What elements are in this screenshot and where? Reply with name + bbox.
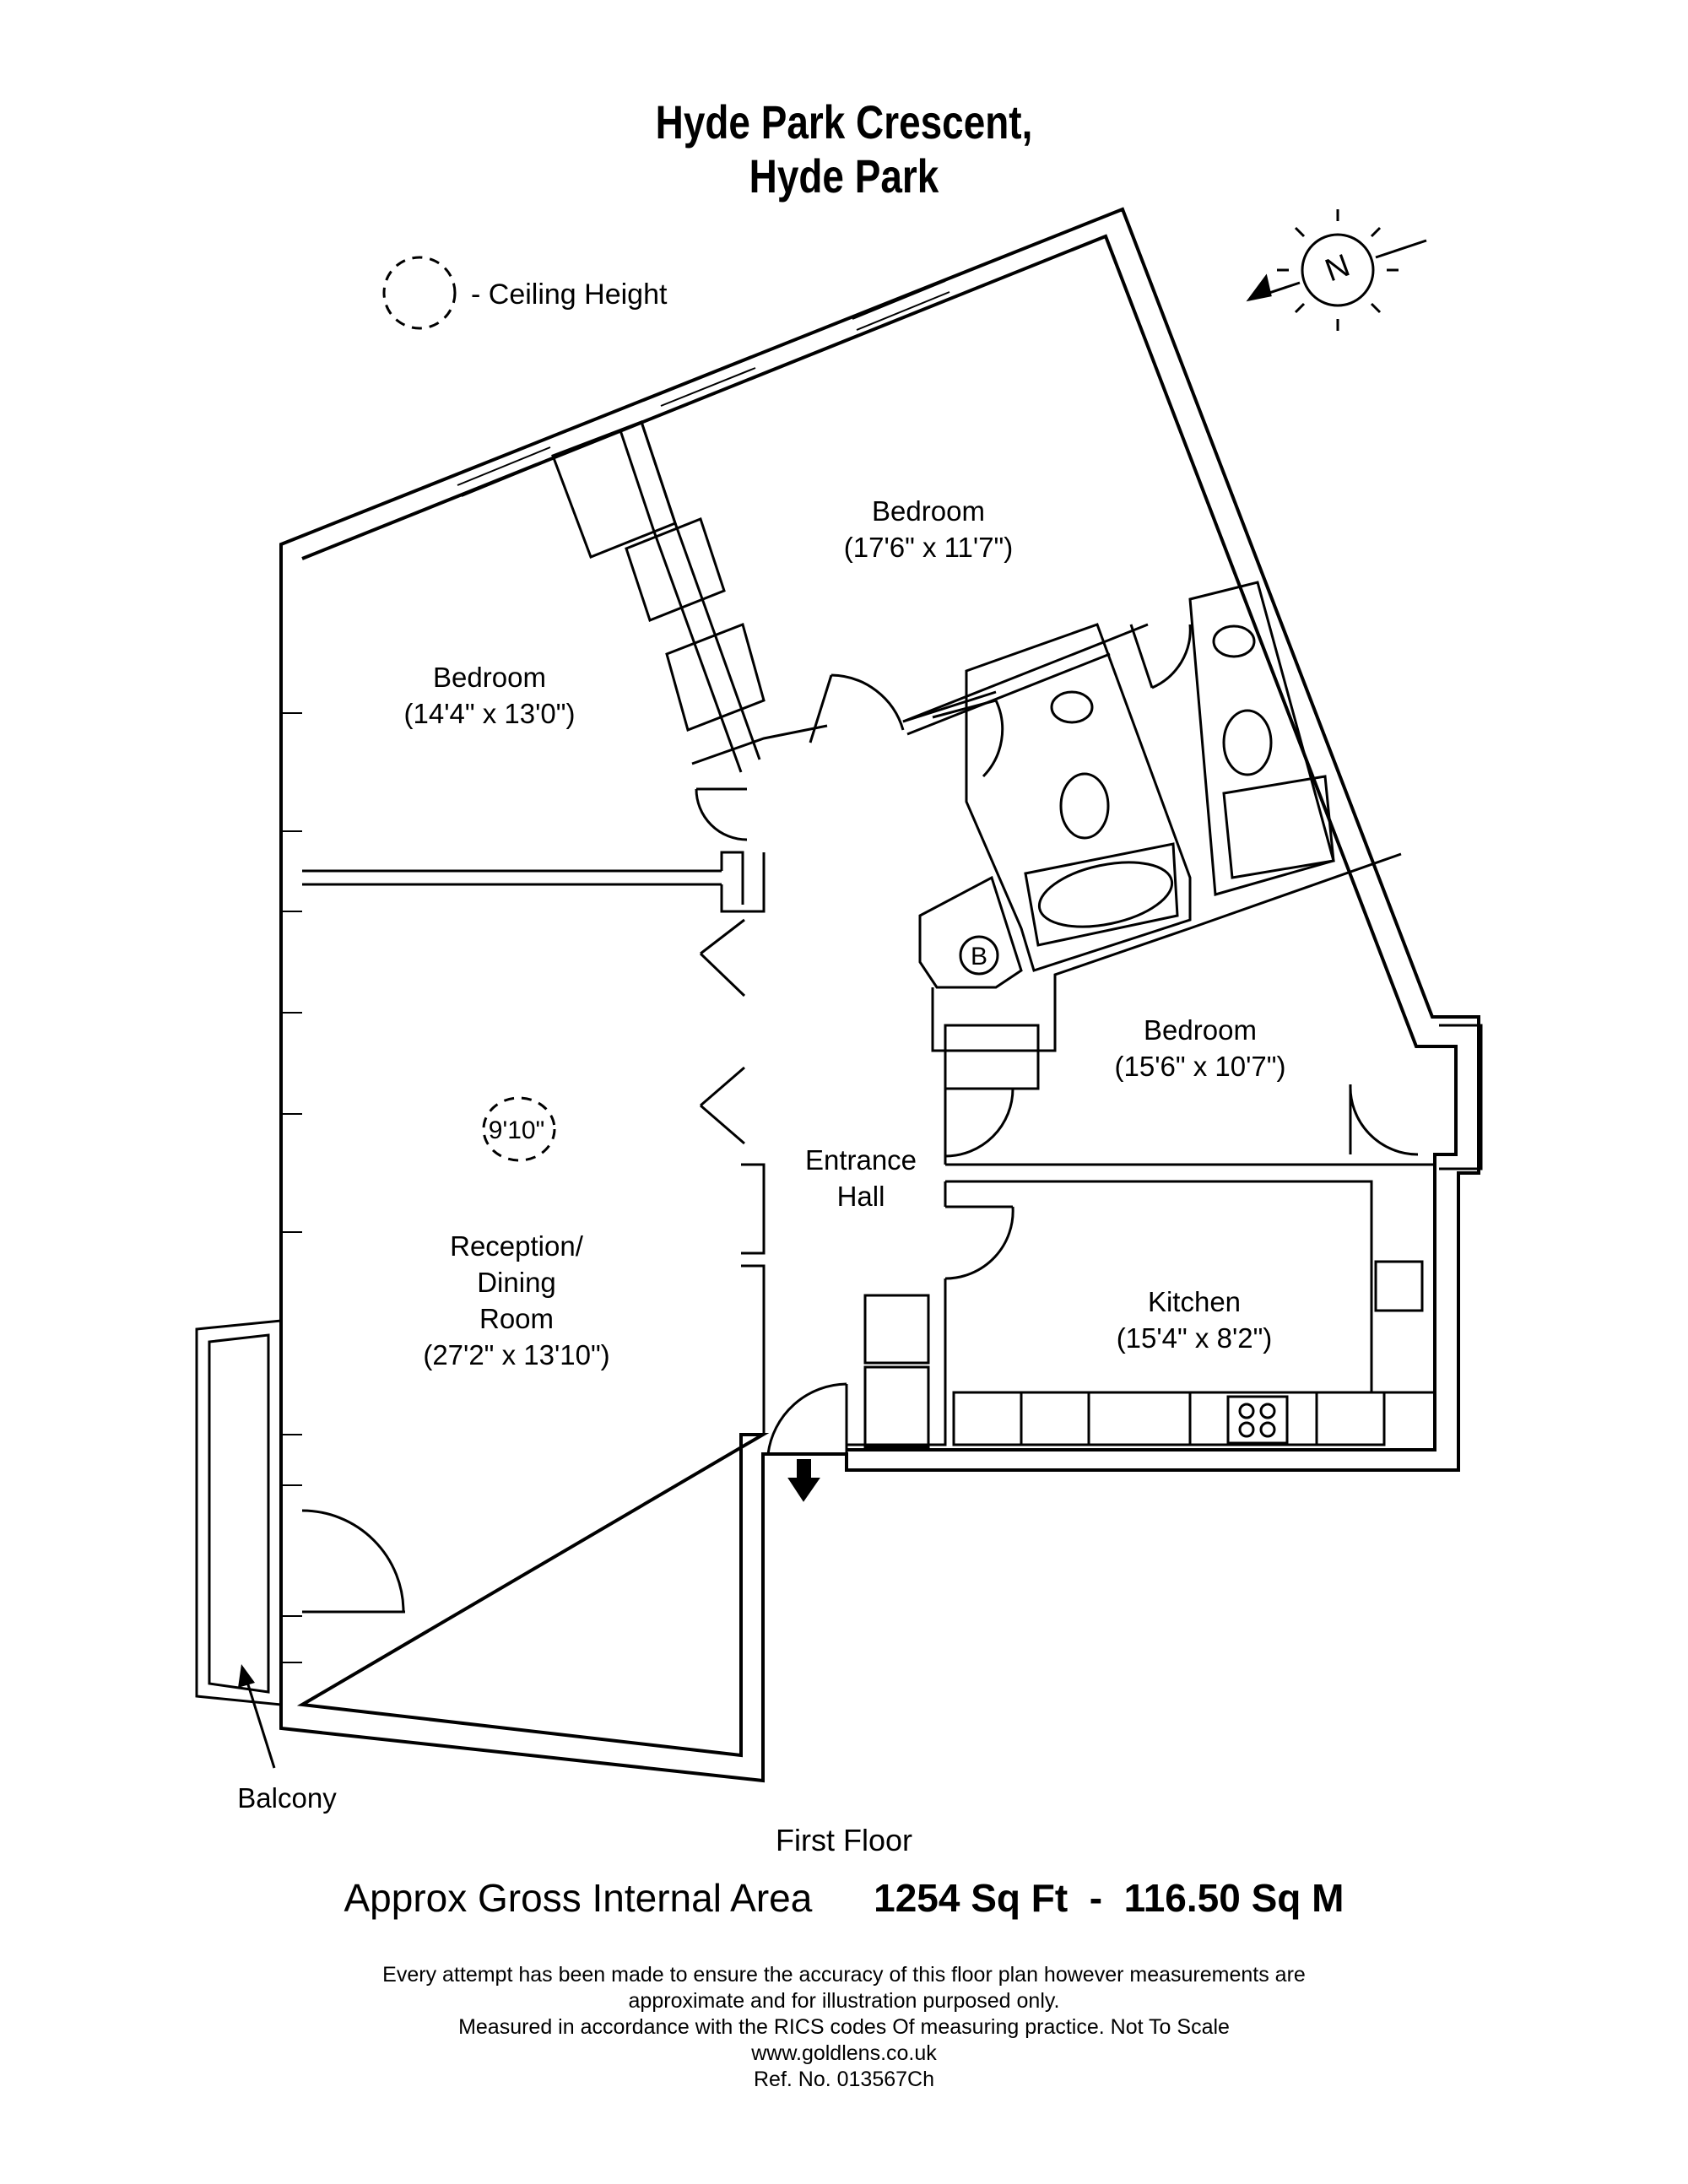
reception-size: (27'2" x 13'10"): [423, 1339, 610, 1370]
toilet-1: [1059, 772, 1110, 840]
area-value: 1254 Sq Ft - 116.50 Sq M: [874, 1876, 1344, 1920]
wall-reception-east: [741, 1163, 766, 1435]
door-kitchen: [944, 1205, 1014, 1280]
bedroom-right-name: Bedroom: [1144, 1014, 1257, 1046]
bedroom-left-name: Bedroom: [433, 662, 546, 693]
wall-hall-north: [691, 690, 997, 765]
reception-name-line2: Dining: [477, 1267, 556, 1298]
disclaimer-line2: approximate and for illustration purpose…: [628, 1989, 1060, 2013]
kitchen-units: [952, 1391, 1386, 1446]
hob: [1226, 1395, 1289, 1445]
door-reception-bifold-2: [700, 1066, 745, 1145]
door-bathroom-2: [1129, 624, 1192, 689]
window-left-1: [281, 712, 302, 832]
bath-tub: [1024, 842, 1179, 947]
sink-2: [1212, 624, 1256, 658]
outer-wall: [279, 207, 1480, 1783]
window-top-2: [656, 356, 756, 407]
wall-bedroom-top-closet: [551, 420, 677, 559]
entrance-arrow-icon: [787, 1459, 820, 1502]
boiler-cupboard: [918, 875, 1023, 989]
reception-name-line1: Reception/: [450, 1230, 583, 1262]
balcony-outline: [195, 1319, 283, 1706]
kitchen-name: Kitchen: [1147, 1286, 1242, 1317]
hall-name-line2: Hall: [836, 1181, 885, 1212]
door-balcony: [301, 1509, 405, 1614]
bedroom-top-name: Bedroom: [872, 495, 985, 527]
ceiling-height-value: 9'10": [488, 1116, 545, 1144]
inner-wall: [296, 234, 1458, 1758]
door-bedroom-top: [809, 673, 905, 743]
door-bedroom-right: [1349, 1084, 1419, 1156]
kitchen-size: (15'4" x 8'2"): [1116, 1322, 1273, 1354]
cupboard-hall: [944, 1024, 1040, 1090]
reception-name-line3: Room: [479, 1303, 555, 1334]
wall-kitchen-north: [945, 1163, 1435, 1394]
reference-number: Ref. No. 013567Ch: [753, 2068, 935, 2091]
wall-hall-east: [847, 1089, 947, 1446]
floor-label: First Floor: [776, 1823, 912, 1857]
boiler-label: B: [970, 943, 988, 970]
door-front: [766, 1382, 848, 1455]
window-left-5: [281, 1615, 302, 1663]
ceiling-height-legend: - Ceiling Height: [471, 278, 668, 311]
bedroom-top-size: (17'6" x 11'7"): [843, 532, 1014, 563]
door-hall-cupboard: [944, 1087, 1014, 1158]
bedroom-left-size: (14'4" x 13'0"): [403, 698, 576, 729]
door-bathroom-1: [932, 699, 1004, 778]
ceiling-height-legend-circle: [382, 256, 457, 330]
bedroom-right-size: (15'6" x 10'7"): [1114, 1051, 1286, 1082]
bathroom-1: [965, 623, 1192, 972]
plan-title-line1: Hyde Park Crescent,: [655, 95, 1033, 149]
area-line: Approx Gross Internal Area 1254 Sq Ft - …: [0, 1875, 1688, 1921]
wardrobe-1: [625, 517, 726, 622]
website-link[interactable]: www.goldlens.co.uk: [751, 2041, 937, 2065]
balcony-label: Balcony: [237, 1782, 337, 1814]
disclaimer-line1: Every attempt has been made to ensure th…: [382, 1963, 1306, 1987]
disclaimer-line3: Measured in accordance with the RICS cod…: [458, 2015, 1230, 2039]
wall-bedroom-reception: [302, 869, 722, 886]
sink-1: [1050, 690, 1094, 724]
hall-name-line1: Entrance: [804, 1144, 917, 1176]
window-top-3: [852, 280, 950, 331]
ceiling-height-marker: [482, 1096, 556, 1162]
wall-bedroom-left-east: [720, 851, 766, 913]
kitchen-sink: [1374, 1260, 1424, 1312]
area-label: Approx Gross Internal Area: [344, 1876, 813, 1920]
boiler-symbol: [959, 935, 999, 976]
plan-title-line2: Hyde Park: [749, 149, 939, 203]
toilet-2: [1222, 709, 1273, 776]
cupboard-entrance: [863, 1294, 930, 1449]
wardrobe-2: [665, 623, 766, 732]
door-bedroom-left: [695, 787, 748, 841]
bay-window: [1439, 1024, 1483, 1170]
window-top-1: [457, 446, 555, 497]
window-left-2: [281, 911, 302, 1014]
window-left-4: [281, 1434, 302, 1486]
compass-rose: [1246, 209, 1427, 331]
window-left-3: [281, 1113, 302, 1233]
bath-basin: [1037, 861, 1174, 928]
shower-tray: [1222, 775, 1335, 879]
door-reception-bifold-1: [699, 918, 746, 997]
